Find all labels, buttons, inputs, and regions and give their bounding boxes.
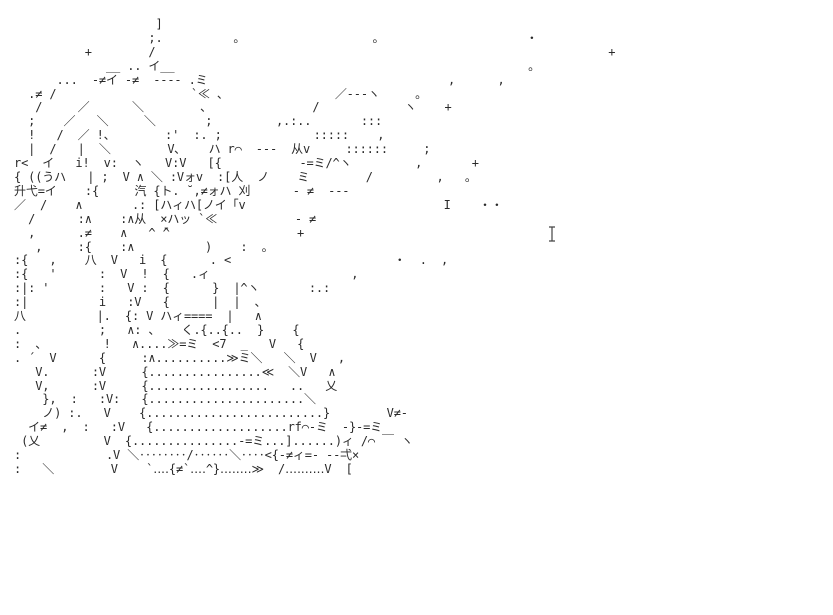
ascii-art-text: ] ;. 。 。 ・ + / + __ .. イ__ <box>14 17 616 476</box>
text-cursor-icon <box>549 226 555 242</box>
